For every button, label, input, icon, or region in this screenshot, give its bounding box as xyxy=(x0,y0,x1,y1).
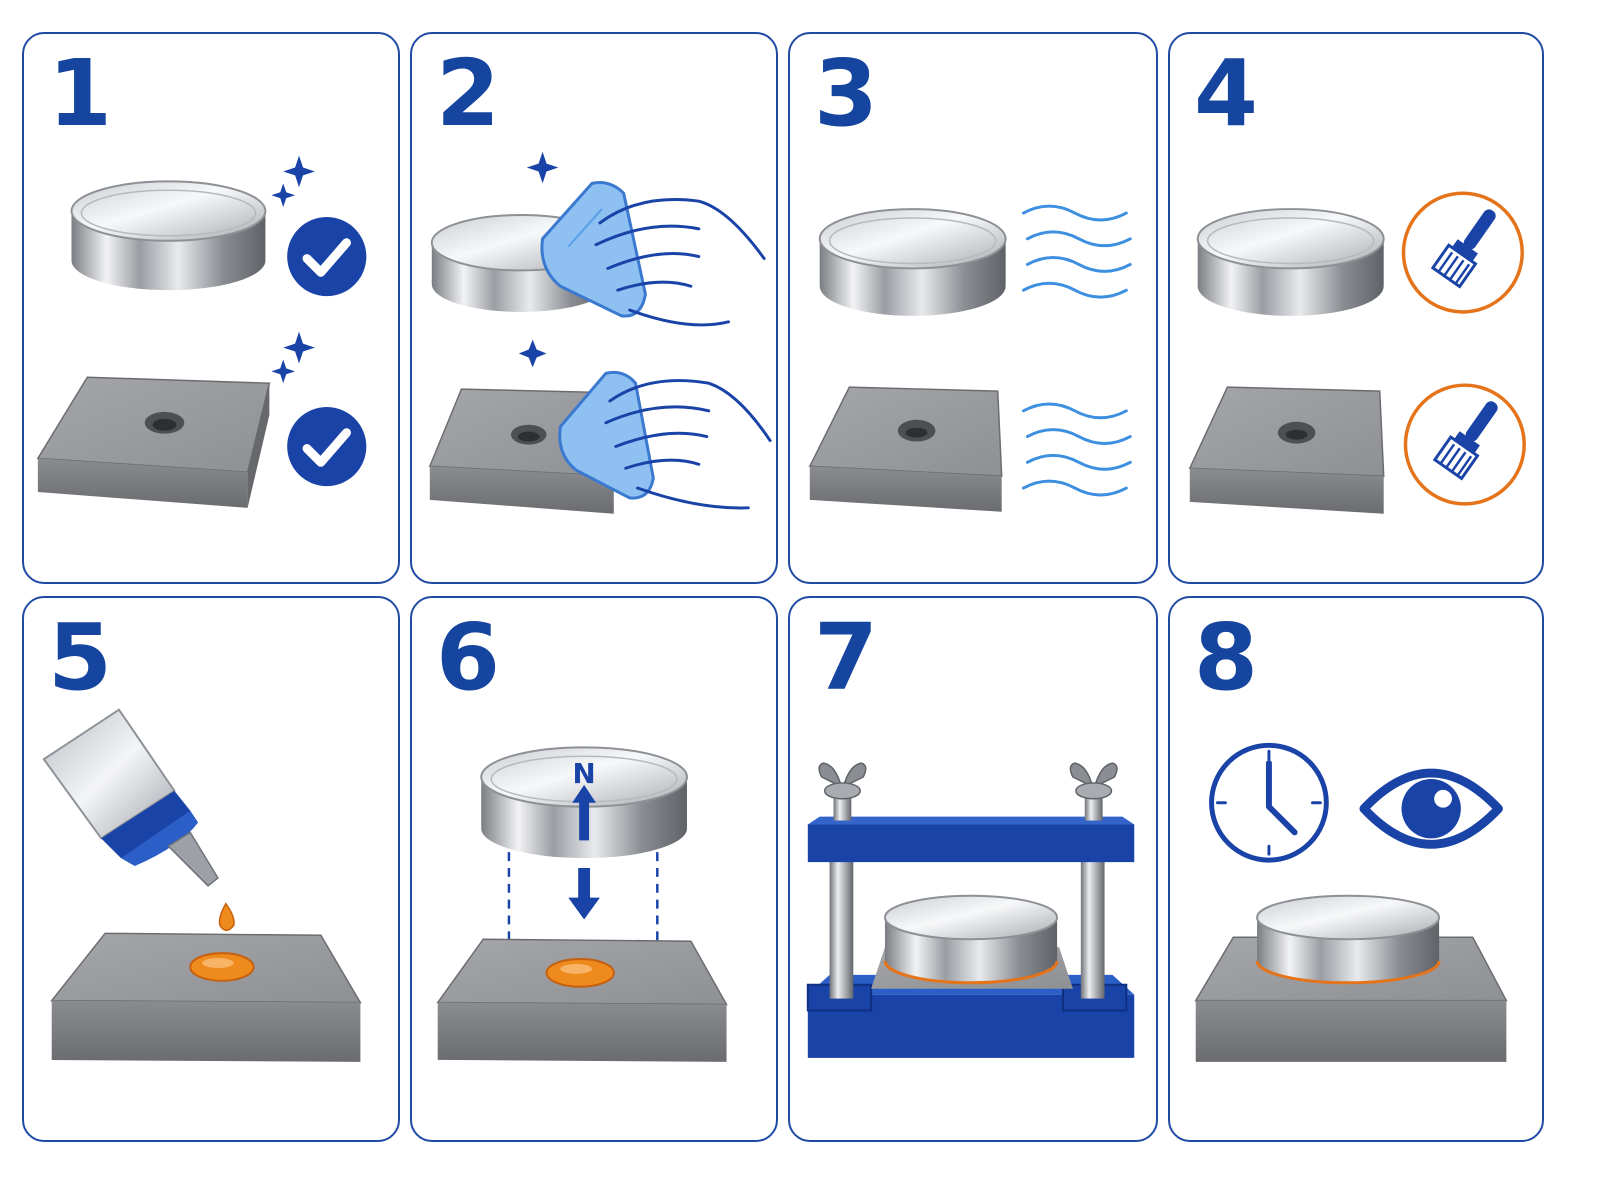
steel-plate xyxy=(50,932,362,1062)
arrow-down-icon xyxy=(568,868,600,920)
brush-circle-icon xyxy=(1401,191,1524,314)
step-number: 2 xyxy=(436,40,500,147)
step-panel-4: 4 xyxy=(1168,32,1544,584)
step-number: 6 xyxy=(436,604,500,711)
cloth-icon xyxy=(540,181,647,318)
step-panel-7: 7 xyxy=(788,596,1158,1142)
check-circle-icon xyxy=(287,216,367,297)
magnet-disc xyxy=(1196,208,1385,316)
step-panel-3: 3 xyxy=(788,32,1158,584)
sparkle-icon xyxy=(518,339,547,368)
hand-icon xyxy=(594,198,766,327)
north-pole-label: N xyxy=(573,757,596,790)
step-number: 7 xyxy=(814,604,878,711)
steel-plate xyxy=(808,386,1003,512)
brush-circle-icon xyxy=(1403,383,1526,506)
air-waves-icon xyxy=(1021,402,1132,497)
step-panel-2: 2 xyxy=(410,32,778,584)
glue-puddle xyxy=(189,952,255,982)
wing-nut-icon xyxy=(1069,762,1118,821)
glue-drop-icon xyxy=(218,902,235,932)
step-number: 1 xyxy=(48,40,112,147)
sparkle-icon xyxy=(526,151,559,184)
sparkle-icon xyxy=(271,331,315,384)
hand-icon xyxy=(604,379,772,510)
glue-puddle xyxy=(545,958,615,988)
magnet-disc xyxy=(70,180,267,291)
wing-nut-icon xyxy=(818,762,867,821)
magnet-disc xyxy=(818,208,1007,316)
step-number: 5 xyxy=(48,604,112,711)
step-number: 4 xyxy=(1194,40,1258,147)
steel-plate xyxy=(436,938,728,1062)
magnet-disc xyxy=(1255,894,1441,985)
step-panel-8: 8 xyxy=(1168,596,1544,1142)
eye-icon xyxy=(1359,768,1503,849)
clock-icon xyxy=(1209,742,1329,863)
step-panel-1: 1 xyxy=(22,32,400,584)
glue-tube-icon xyxy=(42,708,219,887)
steel-plate xyxy=(1188,386,1385,514)
step-panel-5: 5 xyxy=(22,596,400,1142)
steel-plate xyxy=(36,376,271,508)
check-circle-icon xyxy=(287,406,367,487)
air-waves-icon xyxy=(1021,204,1132,299)
sparkle-icon xyxy=(271,155,315,208)
step-number: 8 xyxy=(1194,604,1258,711)
step-panel-6: 6 N xyxy=(410,596,778,1142)
arrow-up-icon xyxy=(572,784,596,841)
step-number: 3 xyxy=(814,40,878,147)
magnet-disc xyxy=(883,894,1059,985)
